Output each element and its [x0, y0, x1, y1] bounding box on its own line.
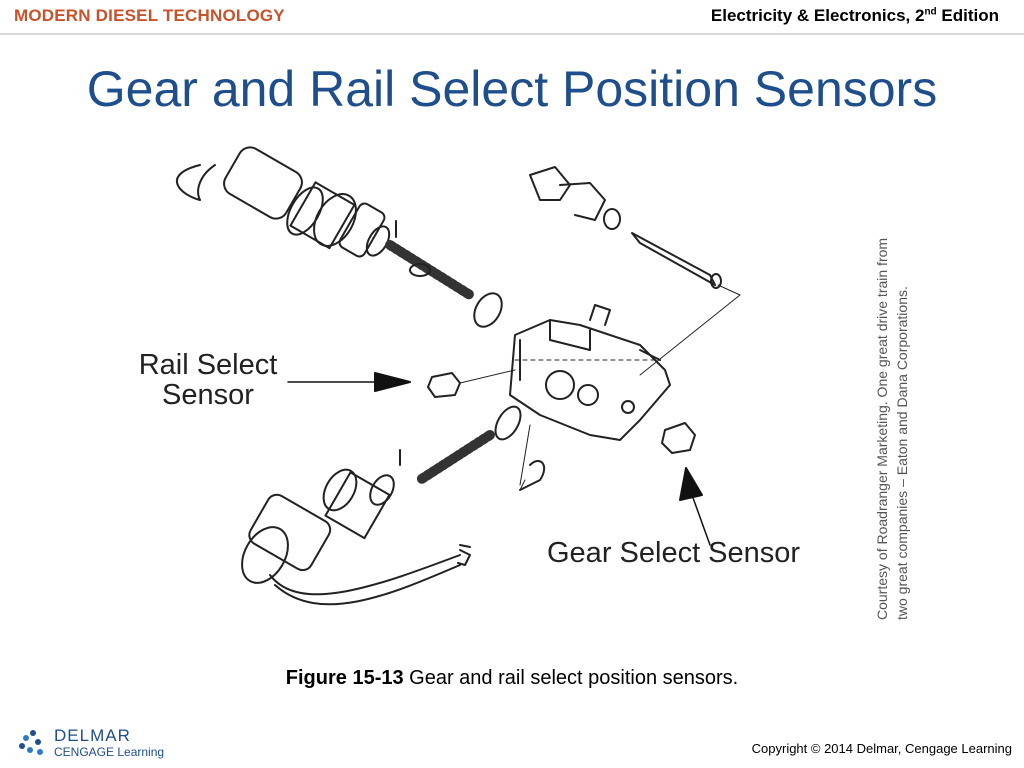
header-divider	[0, 33, 1024, 35]
upper-motor-drawing	[175, 146, 357, 250]
leader-arrows	[287, 372, 711, 546]
rail-sensor-drawing	[427, 369, 516, 398]
delmar-logo: DELMAR CENGAGE Learning	[18, 726, 188, 764]
figure-caption: Figure 15-13 Gear and rail select positi…	[0, 667, 1024, 690]
gearbox-housing-drawing	[509, 294, 741, 441]
upper-worm-drawing	[338, 202, 503, 328]
series-header: MODERN DIESEL TECHNOLOGY	[14, 6, 285, 25]
lower-worm-drawing	[369, 405, 546, 506]
logo-brand: DELMAR	[54, 726, 131, 745]
credit-line2: two great companies – Eaton and Dana Cor…	[894, 286, 910, 620]
gear-select-sensor-label: Gear Select Sensor	[547, 537, 801, 569]
rail-label-line2: Sensor	[162, 379, 254, 411]
rail-label-line1: Rail Select	[138, 349, 278, 381]
upper-linkage-drawing	[529, 166, 741, 296]
copyright-notice: Copyright © 2014 Delmar, Cengage Learnin…	[751, 741, 1012, 756]
gear-sensor-drawing	[661, 422, 696, 454]
rail-select-sensor-label: Rail Select Sensor	[128, 350, 288, 410]
caption-text: Gear and rail select position sensors.	[403, 667, 739, 689]
exploded-diagram	[175, 146, 741, 606]
logo-sub: CENGAGE Learning	[54, 745, 165, 759]
book-title: Electricity & Electronics, 2	[710, 6, 925, 25]
credit-line1: Courtesy of Roadranger Marketing. One gr…	[874, 237, 890, 620]
lower-motor-drawing	[241, 468, 471, 606]
book-edition-header: Electricity & Electronics, 2nd Edition	[711, 6, 999, 26]
image-credit: Courtesy of Roadranger Marketing. One gr…	[872, 190, 912, 620]
edition-superscript: nd	[924, 6, 937, 18]
edition-word: Edition	[936, 6, 999, 25]
cengage-dots-icon	[19, 730, 43, 755]
figure-number: Figure 15-13	[285, 667, 404, 689]
slide-title: Gear and Rail Select Position Sensors	[86, 61, 938, 117]
